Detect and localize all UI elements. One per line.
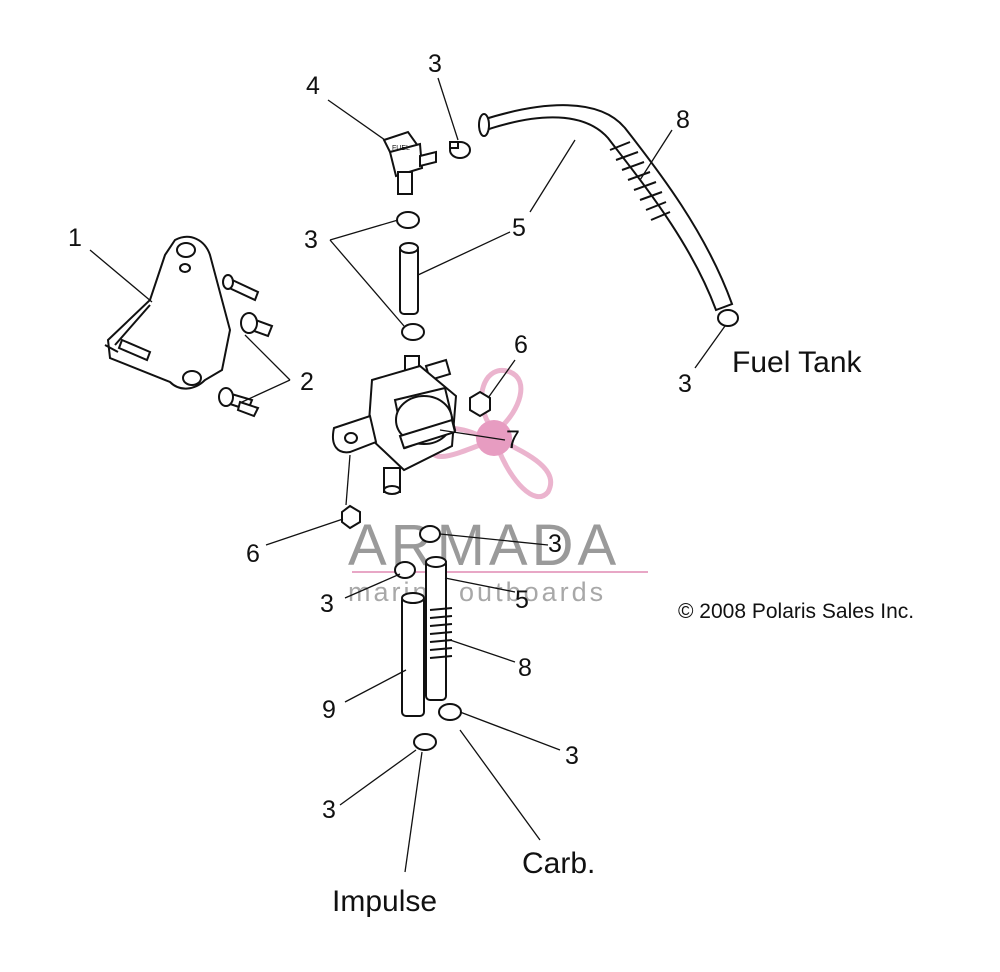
- hose-sleeve-upper: [609, 141, 671, 221]
- callout-8-upper: 8: [676, 106, 690, 134]
- callout-3-left: 3: [320, 590, 334, 618]
- copyright-notice: © 2008 Polaris Sales Inc.: [678, 600, 914, 623]
- callout-3-lower-left: 3: [322, 796, 336, 824]
- hose-lower-carb: [425, 556, 453, 701]
- callout-7: 7: [506, 426, 520, 454]
- clamp-lower-right: [438, 703, 462, 721]
- callout-3-mid: 3: [548, 530, 562, 558]
- callout-3-upper-left: 3: [304, 226, 318, 254]
- clamp-left: [394, 561, 416, 579]
- clamp-fuel-tank: [717, 309, 739, 327]
- callout-4: 4: [306, 72, 320, 100]
- callout-5-lower: 5: [515, 586, 529, 614]
- callout-3-fuel-tank: 3: [678, 370, 692, 398]
- fuel-valve: FUEL: [382, 130, 437, 195]
- leader-lines: [89, 77, 726, 873]
- callout-3-top: 3: [428, 50, 442, 78]
- clamp-top: [449, 141, 471, 159]
- watermark: ARMADA marine outboards: [348, 367, 648, 607]
- callout-2: 2: [300, 368, 314, 396]
- nuts: [341, 390, 491, 530]
- label-carb: Carb.: [522, 847, 595, 880]
- callout-6-lower: 6: [246, 540, 260, 568]
- fuel-pump: [332, 355, 458, 495]
- callout-3-lower-right: 3: [565, 742, 579, 770]
- watermark-brand: ARMADA: [348, 513, 620, 578]
- bolts: [117, 274, 274, 418]
- destination-labels: Fuel Tank Carb. Impulse: [332, 346, 863, 918]
- clamp-mid: [419, 525, 441, 543]
- clamp-lower-left: [413, 733, 437, 751]
- watermark-tagline: marine outboards: [348, 577, 606, 607]
- label-impulse: Impulse: [332, 885, 437, 918]
- callout-1: 1: [68, 224, 82, 252]
- label-fuel-tank: Fuel Tank: [732, 346, 863, 379]
- hose-lower-impulse: [401, 592, 425, 717]
- clamp-upper-left-2: [401, 323, 425, 341]
- hose-fuel-tank: [478, 104, 734, 312]
- callout-6-upper: 6: [514, 331, 528, 359]
- hose-upper-short: [399, 242, 419, 315]
- clamp-upper-left: [396, 211, 420, 229]
- callout-5-upper: 5: [512, 214, 526, 242]
- callout-numbers: 1 2 3 4 3 5 8 3 6 7 6 3 3 5 8 9 3 3: [68, 50, 692, 824]
- callout-8-lower: 8: [518, 654, 532, 682]
- svg-text:FUEL: FUEL: [392, 145, 410, 152]
- mounting-bracket: [104, 235, 232, 390]
- hose-clamps: [394, 141, 739, 751]
- callout-9: 9: [322, 696, 336, 724]
- hose-sleeve-lower: [429, 607, 453, 659]
